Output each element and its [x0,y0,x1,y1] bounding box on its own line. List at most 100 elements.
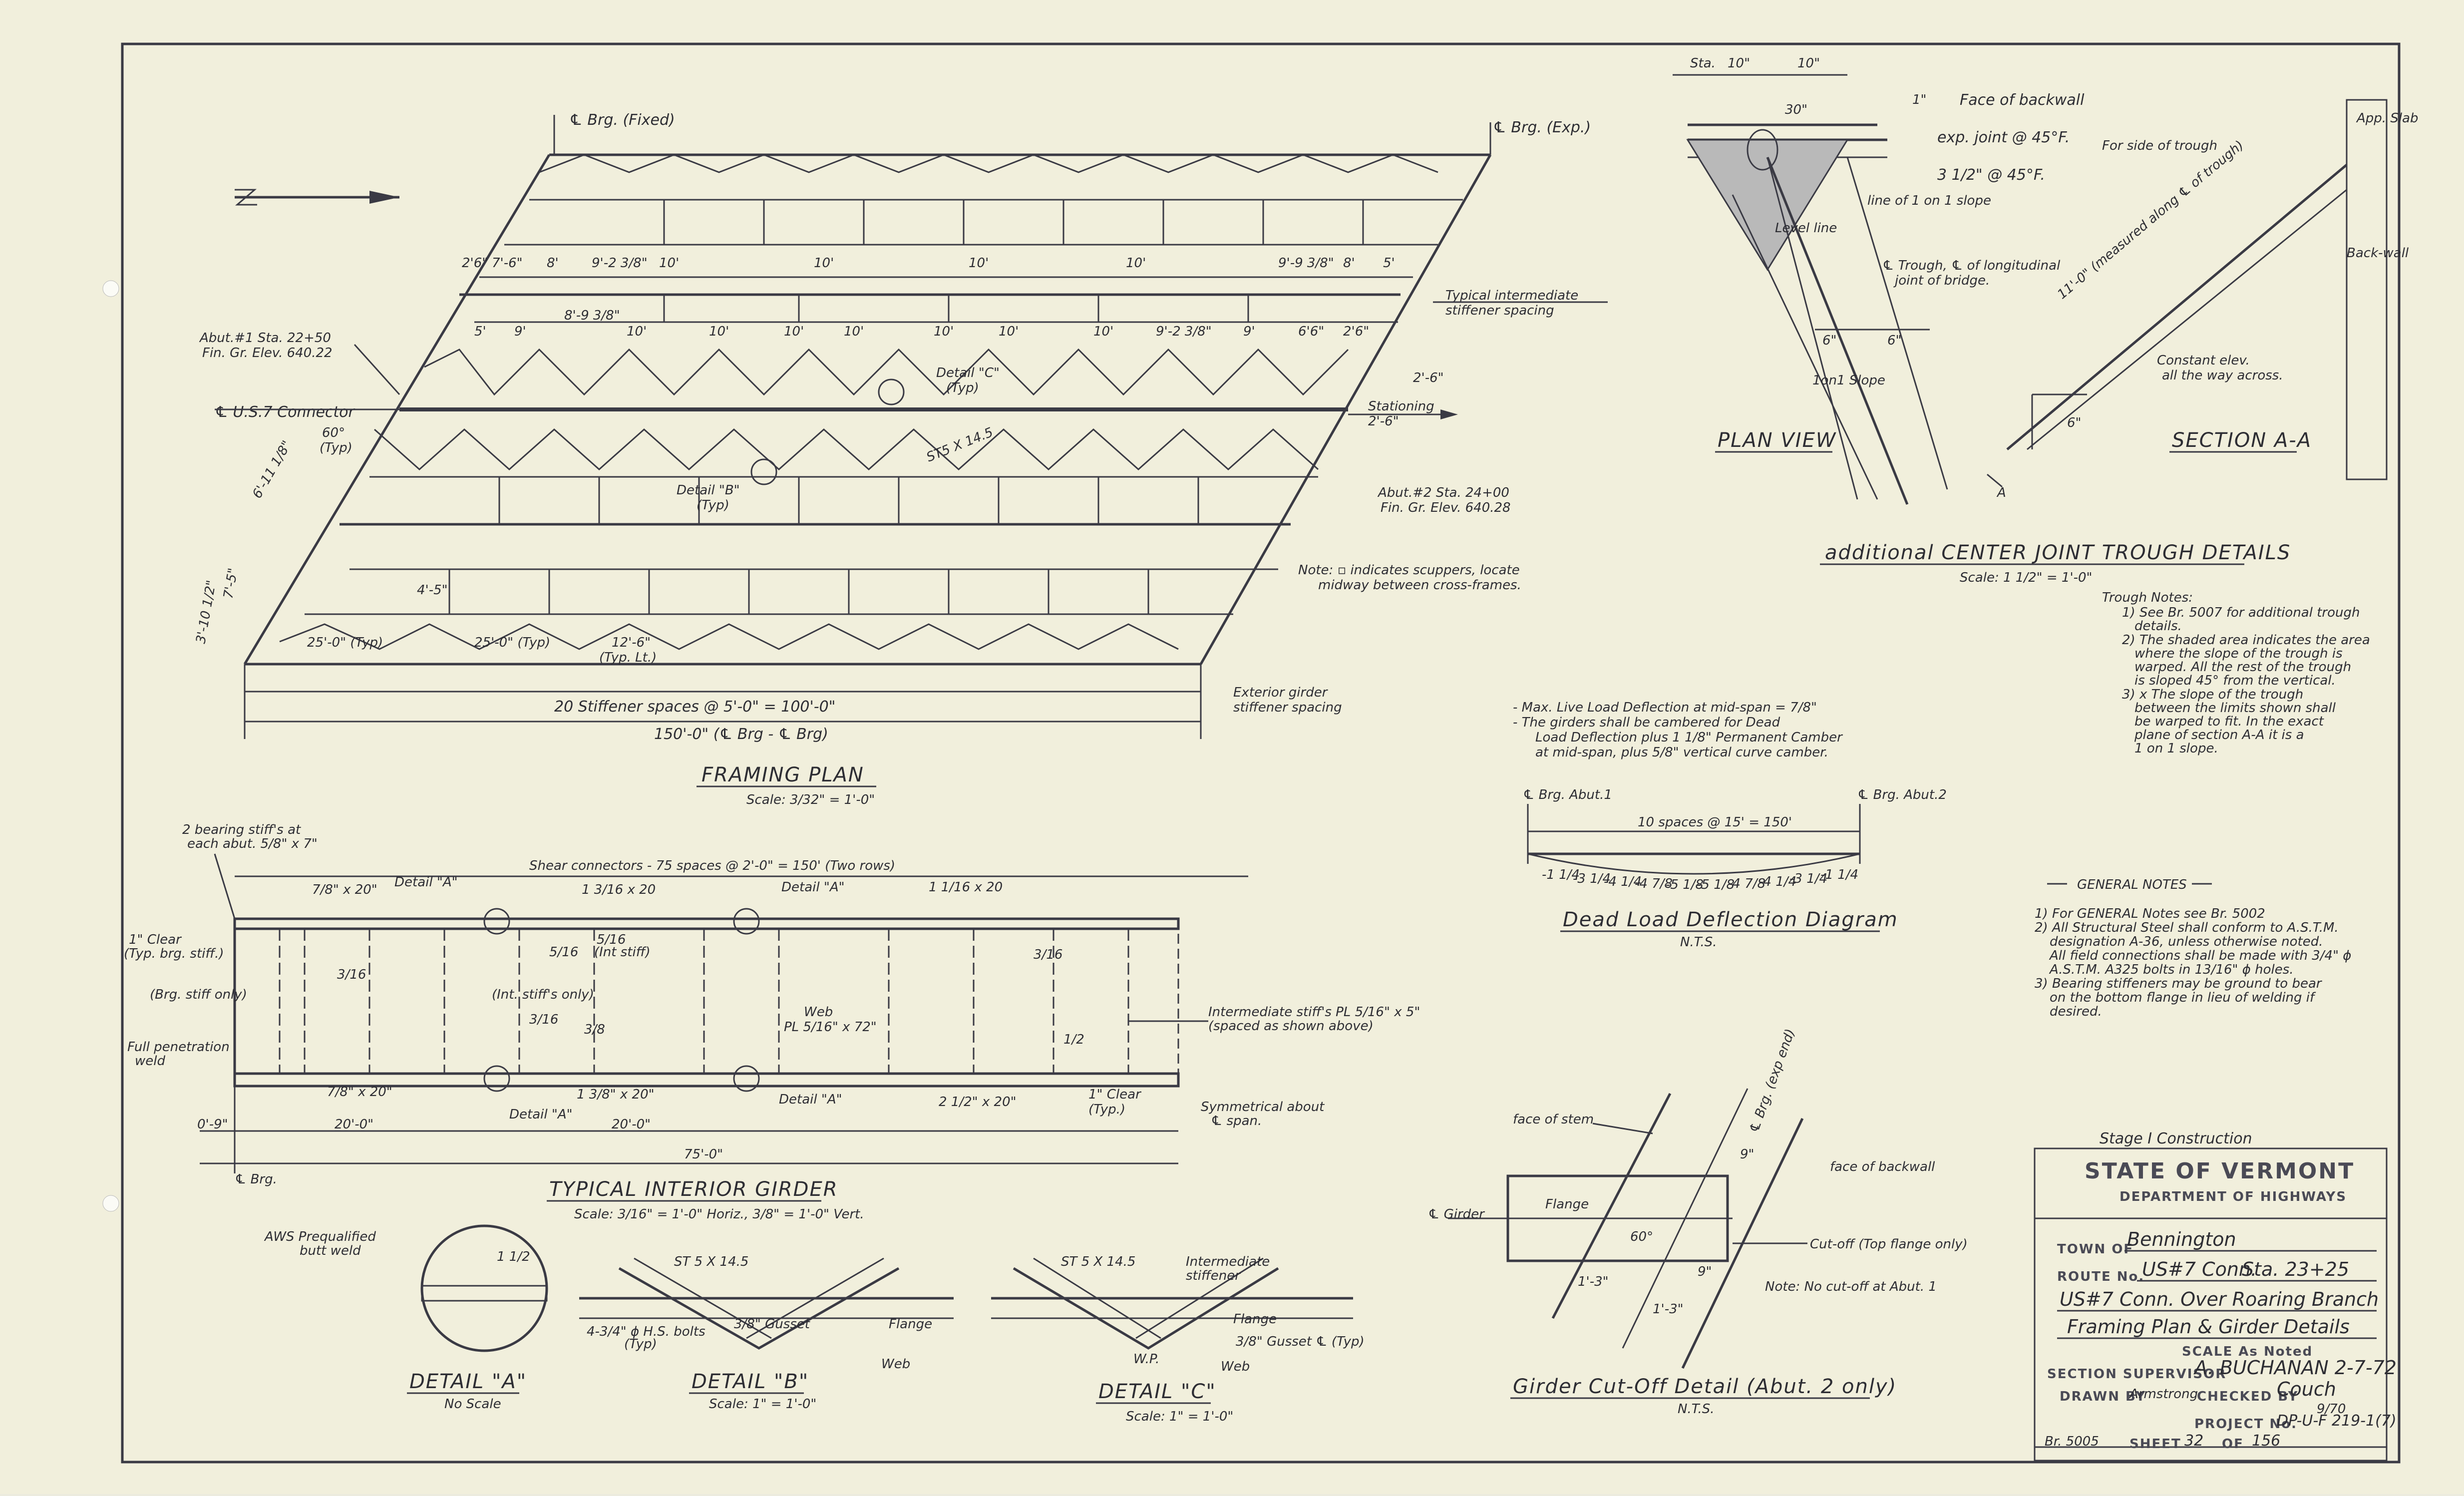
svg-text:10": 10" [1728,56,1750,71]
svg-text:Load Deflection plus 1 1/8" Pe: Load Deflection plus 1 1/8" Permanent Ca… [1535,730,1843,745]
route-value: US#7 Conn. [2142,1258,2257,1280]
svg-text:℄ Girder: ℄ Girder [1428,1207,1485,1222]
punch-hole [102,1195,119,1212]
svg-text:- Max. Live Load Deflection at: - Max. Live Load Deflection at mid-span … [1513,700,1817,715]
svg-text:ROUTE No.: ROUTE No. [2057,1269,2144,1284]
svg-text:(Typ): (Typ) [624,1337,657,1352]
svg-text:10': 10' [969,256,989,271]
svg-text:60°: 60° [322,425,345,440]
svg-text:9": 9" [1740,1147,1755,1162]
sheet-number: 32 [2184,1432,2203,1450]
svg-text:5/16: 5/16 [597,932,626,947]
svg-text:(Typ): (Typ) [320,440,352,455]
svg-text:℄ span.: ℄ span. [1211,1114,1262,1128]
svg-text:Detail "C": Detail "C" [936,366,1000,380]
svg-text:Sta.: Sta. [1690,56,1716,71]
scupper-note: Note: ▫ indicates scuppers, locate [1298,563,1520,578]
drawn-value: Armstrong [2128,1387,2198,1402]
svg-text:(Typ.): (Typ.) [1088,1102,1125,1117]
shaded-warp-area [1686,139,1849,271]
svg-text:No Scale: No Scale [444,1397,501,1412]
svg-text:1) See Br. 5007 for additional: 1) See Br. 5007 for additional trough [2122,605,2360,620]
svg-text:AWS Prequalified: AWS Prequalified [264,1229,376,1244]
svg-text:Cut-off (Top flange only): Cut-off (Top flange only) [1810,1237,1968,1252]
svg-text:Web: Web [804,1005,833,1020]
plan-view-title: PLAN VIEW [1718,429,1836,452]
brg-fixed-label: ℄ Brg. (Fixed) [569,111,675,129]
svg-text:designation A-36, unless other: designation A-36, unless otherwise noted… [2050,934,2323,949]
svg-text:2 1/2" x 20": 2 1/2" x 20" [939,1095,1017,1110]
svg-text:stiffener: stiffener [1186,1268,1241,1283]
svg-text:W.P.: W.P. [1133,1352,1159,1367]
row1-dims: 2'6" 7'-6" 8' 9'-2 3/8" 10' 10' 10' 10' … [462,256,1395,271]
punch-hole [102,280,119,297]
svg-text:face of stem: face of stem [1513,1112,1594,1127]
svg-text:4'-5": 4'-5" [417,583,448,598]
detail-a-title: DETAIL "A" [409,1370,527,1393]
svg-text:SHEET: SHEET [2129,1437,2181,1452]
svg-text:8'-9 3/8": 8'-9 3/8" [564,308,620,323]
svg-text:App. Slab: App. Slab [2356,111,2419,126]
svg-text:3 1/2" @ 45°F.: 3 1/2" @ 45°F. [1937,166,2045,184]
svg-text:-5 1/8: -5 1/8 [1666,877,1704,892]
svg-text:℄ Brg.: ℄ Brg. [235,1172,277,1187]
svg-text:6'6": 6'6" [1298,324,1324,339]
department-title: DEPARTMENT OF HIGHWAYS [2119,1189,2347,1204]
svg-text:Fin. Gr. Elev. 640.28: Fin. Gr. Elev. 640.28 [1381,500,1511,515]
svg-text:Full penetration: Full penetration [127,1040,230,1055]
svg-text:3) Bearing stiffeners may be g: 3) Bearing stiffeners may be ground to b… [2035,976,2323,991]
svg-text:A.S.T.M. A325 bolts in 13/16": A.S.T.M. A325 bolts in 13/16" ϕ holes. [2049,962,2294,977]
svg-text:Web: Web [1221,1359,1250,1374]
detail-b-marker [750,458,777,485]
trough-details-title: additional CENTER JOINT TROUGH DETAILS [1825,541,2291,564]
svg-text:2'-6": 2'-6" [1413,371,1444,385]
svg-text:5': 5' [1383,256,1395,271]
svg-text:- The girders shall be cambere: - The girders shall be cambered for Dead [1513,715,1780,730]
svg-text:11'-0" (measured along ℄ of tr: 11'-0" (measured along ℄ of trough) [2055,138,2247,303]
svg-text:stiffener spacing: stiffener spacing [1233,700,1342,715]
svg-text:(Typ. brg. stiff.): (Typ. brg. stiff.) [124,946,224,961]
svg-text:℄ Brg. Abut.2: ℄ Brg. Abut.2 [1857,787,1947,802]
svg-text:Detail "A": Detail "A" [779,1092,842,1107]
svg-text:℄ Brg. Abut.1: ℄ Brg. Abut.1 [1523,787,1612,802]
svg-text:1" Clear: 1" Clear [1088,1087,1142,1102]
svg-text:A: A [1996,485,2006,500]
svg-text:2) All Structural Steel shall: 2) All Structural Steel shall conform to… [2035,920,2339,935]
detail-a-marker [483,1065,510,1092]
town-value: Bennington [2127,1228,2236,1250]
framing-plan-scale: Scale: 3/32" = 1'-0" [746,792,875,807]
deflection-title: Dead Load Deflection Diagram [1563,908,1898,931]
detail-a: AWS Prequalified butt weld 1 1/2 DETAIL … [264,1224,548,1412]
svg-text:Intermediate: Intermediate [1186,1254,1270,1269]
svg-text:line of 1 on 1 slope: line of 1 on 1 slope [1867,193,1991,208]
svg-text:8': 8' [547,256,559,271]
svg-text:9': 9' [514,324,526,339]
svg-text:30": 30" [1785,102,1807,117]
svg-text:5/16: 5/16 [549,945,578,960]
svg-text:exp. joint @ 45°F.: exp. joint @ 45°F. [1937,129,2070,146]
svg-text:desired.: desired. [2050,1004,2102,1019]
svg-text:1on1 Slope: 1on1 Slope [1812,373,1885,388]
svg-text:Back-wall: Back-wall [2347,246,2409,261]
svg-text:SECTION SUPERVISOR: SECTION SUPERVISOR [2047,1367,2226,1382]
svg-text:1) For GENERAL Notes see Br. 5: 1) For GENERAL Notes see Br. 5002 [2035,906,2265,921]
svg-text:Fin. Gr. Elev. 640.22: Fin. Gr. Elev. 640.22 [202,346,333,361]
svg-text:-4 1/4: -4 1/4 [1759,874,1796,889]
svg-text:N.T.S.: N.T.S. [1680,935,1717,950]
svg-text:N.T.S.: N.T.S. [1678,1402,1715,1417]
svg-text:10': 10' [709,324,729,339]
svg-text:7'-5": 7'-5" [221,567,241,600]
svg-text:is sloped 45° from the vertica: is sloped 45° from the vertical. [2134,673,2336,688]
svg-text:(Typ): (Typ) [697,498,729,513]
stiffener-spaces-label: 20 Stiffener spaces @ 5'-0" = 100'-0" [554,698,835,716]
project-line2: Framing Plan & Girder Details [2067,1316,2350,1338]
brg-exp-label: ℄ Brg. (Exp.) [1493,119,1591,136]
svg-text:CHECKED BY: CHECKED BY [2197,1389,2298,1404]
svg-text:9': 9' [1243,324,1255,339]
detail-c-marker [878,378,905,405]
svg-text:on the bottom flange in lieu o: on the bottom flange in lieu of welding … [2050,990,2316,1005]
row2-dims: 5' 9' 8'-9 3/8" 10' 10' 10' 10' 10' 10' … [474,308,1369,339]
svg-text:-1 1/4: -1 1/4 [1820,867,1858,882]
